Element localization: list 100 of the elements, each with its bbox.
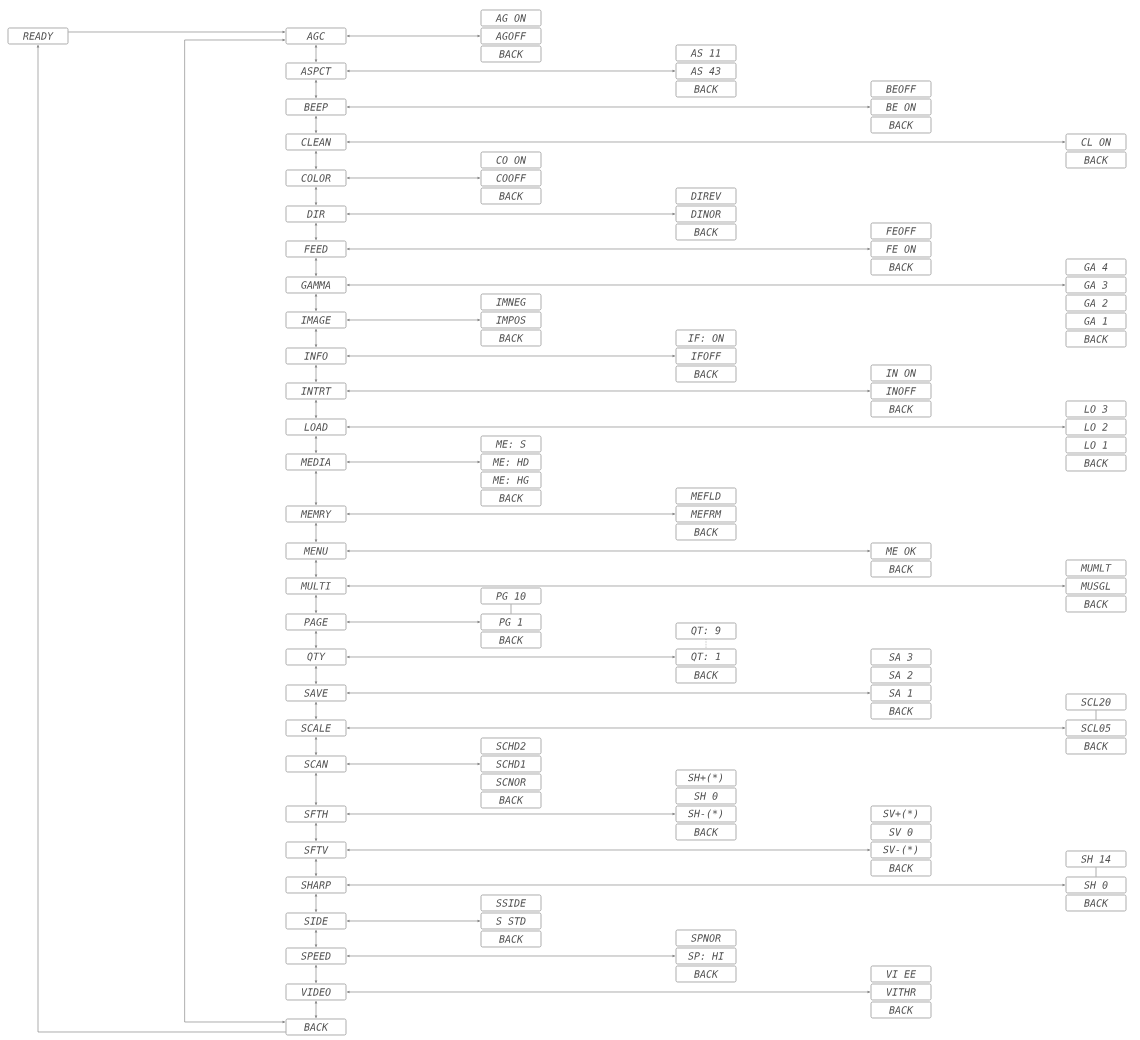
option-box: BACK (870, 258, 932, 276)
option-box: BACK (480, 45, 542, 63)
option-box: BACK (1065, 454, 1127, 472)
arrow (314, 328, 318, 348)
arrow (314, 701, 318, 720)
option-box: SCHD2 (480, 737, 542, 755)
option-box: IMNEG (480, 293, 542, 311)
arrow (346, 318, 481, 322)
option-box: SH 14 (1065, 850, 1127, 868)
menu-item-box: LOAD (285, 418, 347, 436)
option-box: MUSGL (1065, 577, 1127, 595)
option-box: FE ON (870, 240, 932, 258)
arrow (314, 964, 318, 984)
arrow (346, 549, 871, 553)
option-box: SCHD1 (480, 755, 542, 773)
option-box: SV-(*) (870, 841, 932, 859)
menu-item-box: COLOR (285, 169, 347, 187)
menu-item-box: SFTV (285, 841, 347, 859)
menu-item-box: SHARP (285, 876, 347, 894)
menu-item-box: FEED (285, 240, 347, 258)
option-box: BACK (675, 965, 737, 983)
option-box: MEFRM (675, 505, 737, 523)
option-box: S STD (480, 912, 542, 930)
option-box: AG ON (480, 9, 542, 27)
option-box: GA 2 (1065, 294, 1127, 312)
arrow (346, 354, 676, 358)
menu-item-box: MEMRY (285, 505, 347, 523)
menu-item-box: QTY (285, 648, 347, 666)
option-box: SPNOR (675, 929, 737, 947)
option-box: QT: 1 (675, 648, 737, 666)
arrow (314, 399, 318, 419)
option-box: SH 0 (675, 787, 737, 805)
arrow (346, 389, 871, 393)
option-box: SP: HI (675, 947, 737, 965)
option-box: GA 3 (1065, 276, 1127, 294)
arrow (314, 222, 318, 241)
arrow (346, 140, 1066, 144)
arrow (314, 115, 318, 134)
option-box: ME: HD (480, 453, 542, 471)
option-box: BACK (870, 702, 932, 720)
option-box: IMPOS (480, 311, 542, 329)
option-box: BACK (480, 329, 542, 347)
option-box: BACK (1065, 595, 1127, 613)
arrow (346, 105, 871, 109)
option-box: SH-(*) (675, 805, 737, 823)
option-box: VI EE (870, 965, 932, 983)
menu-item-box: INFO (285, 347, 347, 365)
arrow (346, 460, 481, 464)
option-box: BACK (1065, 894, 1127, 912)
option-box: SA 3 (870, 648, 932, 666)
option-box: SH 0 (1065, 876, 1127, 894)
arrow (314, 858, 318, 877)
option-box: LO 3 (1065, 400, 1127, 418)
option-box: BACK (870, 116, 932, 134)
menu-item-box: SIDE (285, 912, 347, 930)
option-box: SV 0 (870, 823, 932, 841)
menu-item-box: MULTI (285, 577, 347, 595)
option-box: MEFLD (675, 487, 737, 505)
option-box: AGOFF (480, 27, 542, 45)
option-box: BACK (480, 187, 542, 205)
arrow (346, 34, 481, 38)
option-box: BACK (675, 223, 737, 241)
option-box: BACK (870, 560, 932, 578)
option-box: CL ON (1065, 133, 1127, 151)
menu-item-box: ASPCT (285, 62, 347, 80)
arrow (346, 990, 871, 994)
arrow (314, 559, 318, 578)
option-box: SCNOR (480, 773, 542, 791)
option-box: IFOFF (675, 347, 737, 365)
arrow (314, 79, 318, 99)
display-box: READY (7, 27, 69, 45)
arrow (346, 176, 481, 180)
menu-item-box: GAMMA (285, 276, 347, 294)
arrow (314, 929, 318, 948)
option-box: IN ON (870, 364, 932, 382)
option-box: ME OK (870, 542, 932, 560)
option-box: SCL20 (1065, 693, 1127, 711)
arrow (314, 364, 318, 383)
menu-item-box: AGC (285, 27, 347, 45)
option-box: BACK (675, 823, 737, 841)
option-box: SCL05 (1065, 719, 1127, 737)
arrow (346, 584, 1066, 588)
arrow (314, 470, 318, 506)
arrow (314, 186, 318, 206)
option-box: BACK (1065, 151, 1127, 169)
arrow (314, 772, 318, 806)
arrow (346, 620, 481, 624)
arrow (346, 69, 676, 73)
arrow (314, 822, 318, 842)
arrow (346, 212, 676, 216)
option-box: SH+(*) (675, 769, 737, 787)
arrow (346, 425, 1066, 429)
option-box: SSIDE (480, 894, 542, 912)
arrow (346, 655, 676, 659)
option-box: MUMLT (1065, 559, 1127, 577)
arrow (346, 726, 1066, 730)
option-box: GA 1 (1065, 312, 1127, 330)
arrow (346, 954, 676, 958)
option-box: BACK (480, 791, 542, 809)
menu-item-box: SPEED (285, 947, 347, 965)
